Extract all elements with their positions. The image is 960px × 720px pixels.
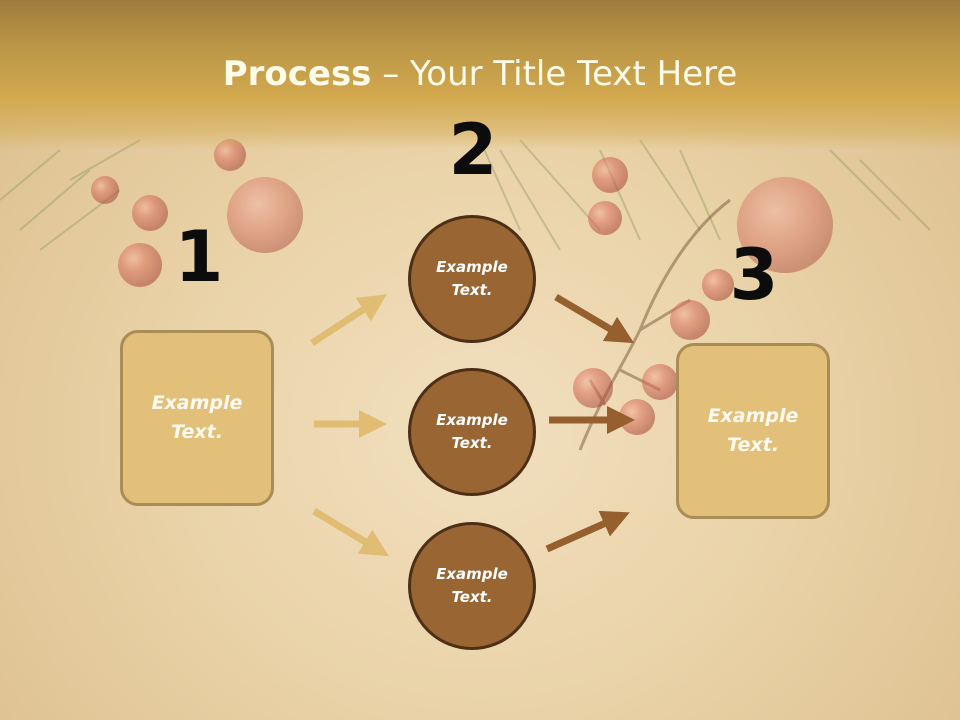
arrow-top-to-3 [554,293,635,344]
step-2-circle-top[interactable]: Example Text. [408,215,536,343]
title-rest: – Your Title Text Here [371,54,738,94]
title-band [0,0,960,150]
slide-title: Process – Your Title Text Here [0,52,960,96]
arrow-bottom-to-3 [545,510,630,553]
arrow-1-to-bottom [312,508,389,557]
title-bold: Process [222,54,372,94]
step-number-2: 2 [448,109,498,191]
arrow-1-to-top [310,294,387,346]
step-2-circle-middle[interactable]: Example Text. [408,368,536,496]
step-3-box[interactable]: Example Text. [676,343,830,519]
step-number-1: 1 [174,216,224,298]
step-2-circle-bottom[interactable]: Example Text. [408,522,536,650]
step-number-3: 3 [729,234,779,316]
step-1-box[interactable]: Example Text. [120,330,274,506]
